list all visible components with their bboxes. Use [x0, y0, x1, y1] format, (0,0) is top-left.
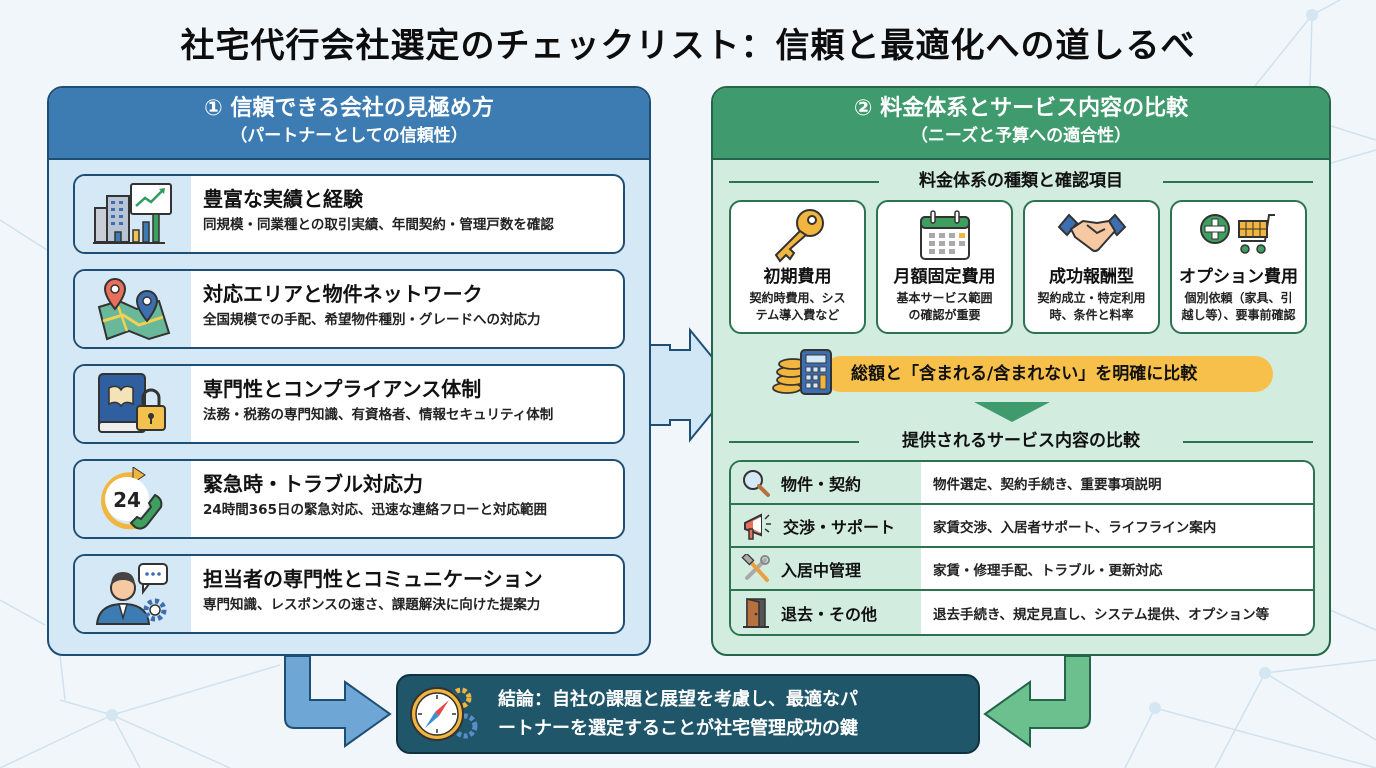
service-comparison-table: 物件・契約 物件選定、契約手続き、重要事項説明 交渉・サポート 家賃交渉、入居者… [729, 460, 1315, 636]
svg-text:24: 24 [113, 488, 141, 512]
book-lock-icon [75, 366, 191, 442]
door-icon [743, 597, 769, 628]
pricing-panel-subheading: （ニーズと予算への適合性） [910, 126, 1132, 146]
service-detail: 家賃交渉、入居者サポート、ライフライン案内 [933, 519, 1217, 536]
criterion-description: 専門知識、レスポンスの速さ、課題解決に向けた提案力 [203, 597, 541, 613]
service-section-title: 提供されるサービス内容の比較 [713, 428, 1329, 454]
tools-icon [741, 553, 770, 582]
fee-types: 初期費用 契約時費用、システム導入費など 月額固定費用 基本サービス範囲の確認が… [713, 194, 1329, 334]
service-detail: 家賃・修理手配、トラブル・更新対応 [933, 562, 1163, 579]
fee-description: 契約成立・特定利用時、条件と料率 [1037, 291, 1146, 322]
plus-cart-icon [1172, 206, 1305, 264]
fee-card: 月額固定費用 基本サービス範囲の確認が重要 [876, 200, 1013, 334]
fee-card: 初期費用 契約時費用、システム導入費など [729, 200, 866, 334]
service-detail: 退去手続き、規定見直し、システム提供、オプション等 [933, 606, 1270, 623]
trust-panel-header: ① 信頼できる会社の見極め方 （パートナーとしての信頼性） [49, 88, 649, 160]
criterion-card: 担当者の専門性とコミュニケーション 専門知識、レスポンスの速さ、課題解決に向けた… [73, 554, 625, 634]
megaphone-icon [744, 512, 771, 540]
fee-description: 基本サービス範囲の確認が重要 [896, 291, 993, 322]
fee-card: 成功報酬型 契約成立・特定利用時、条件と料率 [1023, 200, 1160, 334]
criterion-card: 24 緊急時・トラブル対応力 24時間365日の緊急対応、迅速な連絡フローと対応… [73, 459, 625, 539]
page-title: 社宅代行会社選定のチェックリスト：信頼と最適化への道しるべ [180, 26, 1196, 66]
key-icon [731, 206, 864, 264]
fee-description: 個別依頼（家具、引越し等）、要事前確認 [1181, 291, 1296, 322]
fee-card: オプション費用 個別依頼（家具、引越し等）、要事前確認 [1170, 200, 1307, 334]
trust-criteria-list: 豊富な実績と経験 同規模・同業種との取引実績、年間契約・管理戸数を確認 対応エリ… [49, 160, 649, 634]
service-row: 入居中管理 家賃・修理手配、トラブル・更新対応 [731, 548, 1313, 591]
total-comparison-note: 総額と「含まれる/含まれない」を明確に比較 [823, 356, 1273, 392]
criterion-card: 対応エリアと物件ネットワーク 全国規模での手配、希望物件種別・グレードへの対応力 [73, 269, 625, 349]
map-pins-icon [75, 271, 191, 347]
service-row: 物件・契約 物件選定、契約手続き、重要事項説明 [731, 462, 1313, 505]
pricing-service-panel: ② 料金体系とサービス内容の比較 （ニーズと予算への適合性） 料金体系の種類と確… [711, 86, 1331, 656]
criterion-title: 専門性とコンプライアンス体制 [203, 377, 482, 401]
service-detail: 物件選定、契約手続き、重要事項説明 [933, 476, 1162, 493]
criterion-title: 緊急時・トラブル対応力 [203, 472, 423, 496]
compass-gears-icon [398, 682, 498, 746]
fee-name: 月額固定費用 [893, 267, 996, 287]
trust-panel-heading: ① 信頼できる会社の見極め方 [204, 96, 494, 121]
pricing-panel-header: ② 料金体系とサービス内容の比較 （ニーズと予算への適合性） [713, 88, 1329, 160]
pricing-panel-heading: ② 料金体系とサービス内容の比較 [853, 96, 1189, 121]
fee-name: オプション費用 [1179, 267, 1298, 287]
trust-evaluation-panel: ① 信頼できる会社の見極め方 （パートナーとしての信頼性） [47, 86, 651, 656]
criterion-card: 専門性とコンプライアンス体制 法務・税務の専門知識、有資格者、情報セキュリティ体… [73, 364, 625, 444]
fee-description: 契約時費用、システム導入費など [749, 291, 846, 322]
calculator-coins-icon [771, 348, 835, 402]
criterion-card: 豊富な実績と経験 同規模・同業種との取引実績、年間契約・管理戸数を確認 [73, 174, 625, 254]
conclusion-text: 結論：自社の課題と展望を考慮し、最適なパ ートナーを選定することが社宅管理成功の… [498, 685, 858, 743]
conclusion-box: 結論：自社の課題と展望を考慮し、最適なパ ートナーを選定することが社宅管理成功の… [396, 674, 980, 754]
criterion-description: 全国規模での手配、希望物件種別・グレードへの対応力 [203, 312, 541, 328]
person-chat-gear-icon [75, 556, 191, 632]
criterion-description: 法務・税務の専門知識、有資格者、情報セキュリティ体制 [203, 407, 554, 423]
service-row: 交渉・サポート 家賃交渉、入居者サポート、ライフライン案内 [731, 505, 1313, 548]
fee-name: 成功報酬型 [1049, 267, 1134, 287]
24h-phone-icon: 24 [75, 461, 191, 537]
criterion-title: 担当者の専門性とコミュニケーション [203, 567, 543, 591]
service-category: 物件・契約 [731, 462, 921, 503]
magnifier-icon [743, 469, 770, 497]
trust-panel-subheading: （パートナーとしての信頼性） [230, 126, 468, 146]
service-category: 交渉・サポート [731, 505, 921, 546]
building-chart-icon [75, 176, 191, 252]
criterion-description: 同規模・同業種との取引実績、年間契約・管理戸数を確認 [203, 217, 554, 233]
handshake-icon [1025, 206, 1158, 264]
criterion-title: 豊富な実績と経験 [203, 187, 363, 211]
criterion-title: 対応エリアと物件ネットワーク [203, 282, 483, 306]
service-category: 入居中管理 [731, 548, 921, 589]
fee-section-title: 料金体系の種類と確認項目 [713, 168, 1329, 194]
down-arrow-icon [974, 402, 1050, 422]
fee-name: 初期費用 [763, 267, 832, 287]
conclusion-line-1: 結論：自社の課題と展望を考慮し、最適なパ [498, 689, 858, 710]
service-category: 退去・その他 [731, 591, 921, 634]
criterion-description: 24時間365日の緊急対応、迅速な連絡フローと対応範囲 [203, 502, 547, 518]
service-row: 退去・その他 退去手続き、規定見直し、システム提供、オプション等 [731, 591, 1313, 634]
calendar-icon [878, 206, 1011, 264]
conclusion-line-2: ートナーを選定することが社宅管理成功の鍵 [498, 718, 858, 739]
